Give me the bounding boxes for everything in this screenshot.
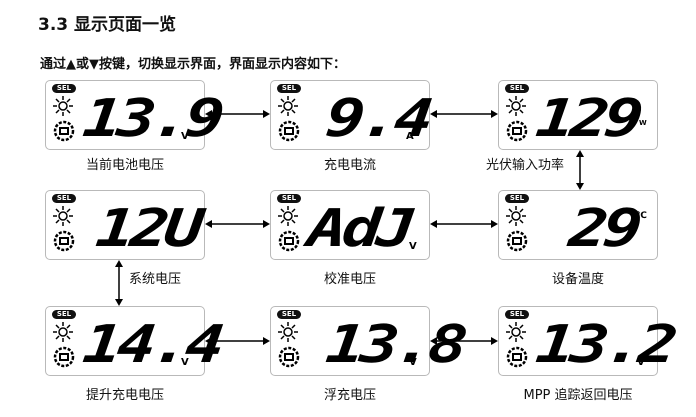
lcd-screen-calibration-voltage: SEL AdJ V bbox=[270, 190, 430, 260]
sun-icon bbox=[506, 206, 526, 226]
label-device-temperature: 设备温度 bbox=[551, 272, 604, 287]
double-arrow-horizontal bbox=[205, 110, 270, 118]
intro-text: 通过▲或▼按键，切换显示界面，界面显示内容如下： bbox=[40, 57, 346, 72]
lcd-screen-pv-power: SEL 129 W bbox=[498, 80, 658, 150]
sun-icon bbox=[506, 96, 526, 116]
battery-gear-icon bbox=[506, 346, 528, 368]
lcd-unit: V bbox=[409, 357, 417, 368]
label-mpp-return-voltage: MPP 追踪返回电压 bbox=[523, 388, 633, 403]
label-pv-power: 光伏输入功率 bbox=[485, 158, 564, 173]
battery-gear-icon bbox=[278, 230, 300, 252]
lcd-unit: ℃ bbox=[636, 211, 647, 221]
lcd-screen-mpp-return-voltage: SEL 13.2 V bbox=[498, 306, 676, 376]
section-title: 3.3 显示页面一览 bbox=[38, 15, 177, 35]
battery-gear-icon bbox=[506, 230, 528, 252]
sel-badge: SEL bbox=[52, 84, 76, 93]
lcd-value: 14.4 bbox=[79, 315, 223, 375]
lcd-unit: V bbox=[181, 357, 189, 368]
sel-badge: SEL bbox=[505, 194, 529, 203]
sel-badge: SEL bbox=[505, 310, 529, 319]
double-arrow-horizontal bbox=[205, 337, 270, 345]
double-arrow-vertical bbox=[576, 150, 584, 190]
lcd-screen-battery-voltage: SEL 13.9 V bbox=[45, 80, 223, 150]
battery-gear-icon bbox=[278, 120, 300, 142]
battery-gear-icon bbox=[278, 346, 300, 368]
lcd-value: 13.9 bbox=[79, 89, 223, 149]
sel-badge: SEL bbox=[52, 194, 76, 203]
double-arrow-vertical bbox=[115, 260, 123, 306]
label-boost-voltage: 提升充电电压 bbox=[85, 388, 164, 403]
label-battery-voltage: 当前电池电压 bbox=[85, 158, 164, 173]
sun-icon bbox=[278, 322, 298, 342]
battery-gear-icon bbox=[53, 346, 75, 368]
sun-icon bbox=[506, 322, 526, 342]
lcd-screen-system-voltage: SEL 12U bbox=[45, 190, 205, 260]
double-arrow-horizontal bbox=[430, 110, 498, 118]
battery-gear-icon bbox=[53, 230, 75, 252]
sel-badge: SEL bbox=[277, 84, 301, 93]
double-arrow-horizontal bbox=[430, 220, 498, 228]
lcd-unit: A bbox=[406, 131, 414, 142]
battery-gear-icon bbox=[506, 120, 528, 142]
label-float-voltage: 浮充电压 bbox=[323, 388, 376, 403]
lcd-value: 29 bbox=[565, 199, 641, 259]
sel-badge: SEL bbox=[277, 310, 301, 319]
sel-badge: SEL bbox=[52, 310, 76, 319]
sun-icon bbox=[53, 96, 73, 116]
lcd-screen-device-temperature: SEL 29 ℃ bbox=[498, 190, 658, 260]
label-system-voltage: 系统电压 bbox=[128, 272, 181, 287]
sun-icon bbox=[278, 206, 298, 226]
lcd-value: 13.2 bbox=[532, 315, 676, 375]
lcd-screen-charge-current: SEL 9.4 A bbox=[270, 80, 432, 150]
label-charge-current: 充电电流 bbox=[323, 158, 376, 173]
double-arrow-horizontal bbox=[205, 220, 270, 228]
lcd-unit: V bbox=[637, 357, 645, 368]
sun-icon bbox=[53, 206, 73, 226]
sel-badge: SEL bbox=[505, 84, 529, 93]
lcd-value: AdJ bbox=[304, 199, 414, 259]
label-calibration-voltage: 校准电压 bbox=[323, 272, 376, 287]
sun-icon bbox=[53, 322, 73, 342]
lcd-screen-boost-voltage: SEL 14.4 V bbox=[45, 306, 223, 376]
battery-gear-icon bbox=[53, 120, 75, 142]
lcd-value: 129 bbox=[532, 89, 642, 149]
lcd-screen-float-voltage: SEL 13.8 V bbox=[270, 306, 466, 376]
sel-badge: SEL bbox=[277, 194, 301, 203]
lcd-unit: W bbox=[639, 119, 647, 127]
double-arrow-horizontal bbox=[430, 337, 498, 345]
sun-icon bbox=[278, 96, 298, 116]
lcd-unit: V bbox=[181, 131, 189, 142]
lcd-unit: V bbox=[409, 241, 417, 252]
